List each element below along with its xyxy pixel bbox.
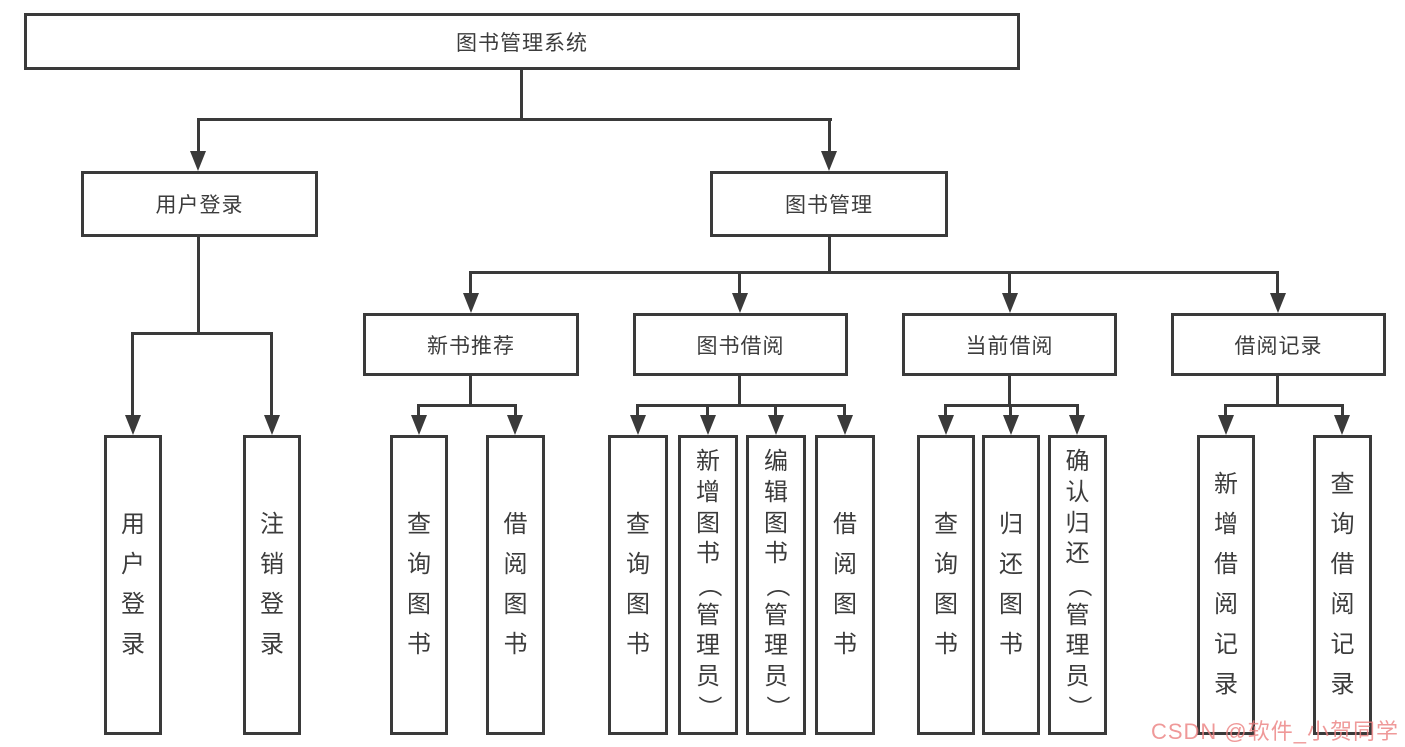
arrow-down-icon (411, 415, 427, 435)
arrow-down-icon (700, 415, 716, 435)
node-leaf-return-books: 归还图书 (982, 435, 1040, 735)
connector-to-leaf (131, 334, 134, 417)
arrow-down-icon (1003, 415, 1019, 435)
node-library-system-label: 图书管理系统 (456, 31, 588, 55)
connector-branch (417, 404, 517, 407)
node-leaf-query-borrow-record-label: 查询借阅记录 (1330, 471, 1355, 698)
node-leaf-user-login: 用户登录 (104, 435, 162, 735)
arrow-down-icon (463, 293, 479, 313)
connector-root-stem (520, 70, 523, 120)
node-user-login-label: 用户登录 (155, 194, 244, 217)
node-leaf-borrow-books-1-label: 借阅图书 (503, 511, 528, 658)
node-leaf-query-books-1: 查询图书 (390, 435, 448, 735)
node-leaf-add-borrow-record-label: 新增借阅记录 (1214, 471, 1238, 698)
node-leaf-return-books-label: 归还图书 (999, 511, 1023, 658)
node-book-management: 图书管理 (710, 171, 948, 237)
connector-user-login-branch (131, 332, 273, 335)
arrow-down-icon (938, 415, 954, 435)
connector-to-leaf (843, 406, 846, 417)
node-new-book-recommend-label: 新书推荐 (427, 334, 515, 358)
connector-to-book-mgmt (828, 120, 831, 153)
node-leaf-borrow-books-2-label: 借阅图书 (833, 511, 857, 658)
connector-stem (469, 376, 472, 406)
connector-to-leaf (774, 406, 777, 417)
connector-branch (1224, 404, 1344, 407)
connector-stem (1276, 376, 1279, 406)
connector-root-branch (197, 118, 832, 121)
arrow-down-icon (190, 151, 206, 171)
arrow-down-icon (1069, 415, 1085, 435)
connector-user-login-stem (197, 237, 200, 334)
node-leaf-add-books-admin-label: 新增图书（管理员） (695, 448, 722, 720)
watermark-text: CSDN @软件_小贺同学 (1150, 719, 1399, 744)
arrow-down-icon (837, 415, 853, 435)
arrow-down-icon (1334, 415, 1350, 435)
node-leaf-add-books-admin: 新增图书（管理员） (678, 435, 738, 735)
node-borrowing-records: 借阅记录 (1171, 313, 1386, 376)
connector-to-leaf (270, 334, 273, 417)
arrow-down-icon (732, 293, 748, 313)
node-leaf-confirm-return-admin: 确认归还（管理员） (1048, 435, 1107, 735)
node-book-borrowing-label: 图书借阅 (696, 334, 785, 358)
connector-branch (944, 404, 1079, 407)
node-borrowing-records-label: 借阅记录 (1234, 334, 1323, 358)
connector-to-new-rec (469, 273, 472, 295)
node-leaf-borrow-books-1: 借阅图书 (486, 435, 545, 735)
arrow-down-icon (1218, 415, 1234, 435)
node-leaf-query-books-2-label: 查询图书 (626, 511, 650, 658)
node-leaf-query-books-3: 查询图书 (917, 435, 975, 735)
arrow-down-icon (507, 415, 523, 435)
node-leaf-confirm-return-admin-label: 确认归还（管理员） (1064, 448, 1092, 720)
connector-to-current (1008, 273, 1011, 295)
connector-to-leaf (417, 406, 420, 417)
node-leaf-query-books-3-label: 查询图书 (934, 511, 958, 658)
connector-to-records (1276, 273, 1279, 295)
arrow-down-icon (1270, 293, 1286, 313)
node-leaf-logout: 注销登录 (243, 435, 301, 735)
connector-book-mgmt-stem (828, 237, 831, 273)
node-book-borrowing: 图书借阅 (633, 313, 848, 376)
connector-to-leaf (1076, 406, 1079, 417)
node-current-borrowing-label: 当前借阅 (965, 334, 1054, 358)
node-leaf-query-borrow-record: 查询借阅记录 (1313, 435, 1372, 735)
node-leaf-add-borrow-record: 新增借阅记录 (1197, 435, 1255, 735)
node-user-login: 用户登录 (81, 171, 318, 237)
node-leaf-edit-books-admin: 编辑图书（管理员） (746, 435, 806, 735)
connector-branch (636, 404, 846, 407)
connector-to-leaf (944, 406, 947, 417)
node-leaf-edit-books-admin-label: 编辑图书（管理员） (763, 448, 790, 720)
node-leaf-user-login-label: 用户登录 (121, 511, 145, 658)
connector-stem (738, 376, 741, 406)
connector-to-leaf (1224, 406, 1227, 417)
node-leaf-query-books-1-label: 查询图书 (407, 511, 431, 658)
node-current-borrowing: 当前借阅 (902, 313, 1117, 376)
node-leaf-borrow-books-2: 借阅图书 (815, 435, 875, 735)
arrow-down-icon (821, 151, 837, 171)
node-leaf-query-books-2: 查询图书 (608, 435, 668, 735)
node-library-system: 图书管理系统 (24, 13, 1020, 70)
arrow-down-icon (264, 415, 280, 435)
arrow-down-icon (630, 415, 646, 435)
connector-to-user-login (197, 120, 200, 153)
connector-to-leaf (636, 406, 639, 417)
arrow-down-icon (768, 415, 784, 435)
connector-to-leaf (706, 406, 709, 417)
connector-stem (1008, 376, 1011, 406)
node-leaf-logout-label: 注销登录 (260, 511, 284, 658)
connector-to-borrowing (738, 273, 741, 295)
node-new-book-recommend: 新书推荐 (363, 313, 579, 376)
connector-book-mgmt-branch (469, 271, 1279, 274)
connector-to-leaf (1341, 406, 1344, 417)
connector-to-leaf (514, 406, 517, 417)
connector-to-leaf (1009, 406, 1012, 417)
arrow-down-icon (1002, 293, 1018, 313)
node-book-management-label: 图书管理 (785, 194, 873, 217)
arrow-down-icon (125, 415, 141, 435)
